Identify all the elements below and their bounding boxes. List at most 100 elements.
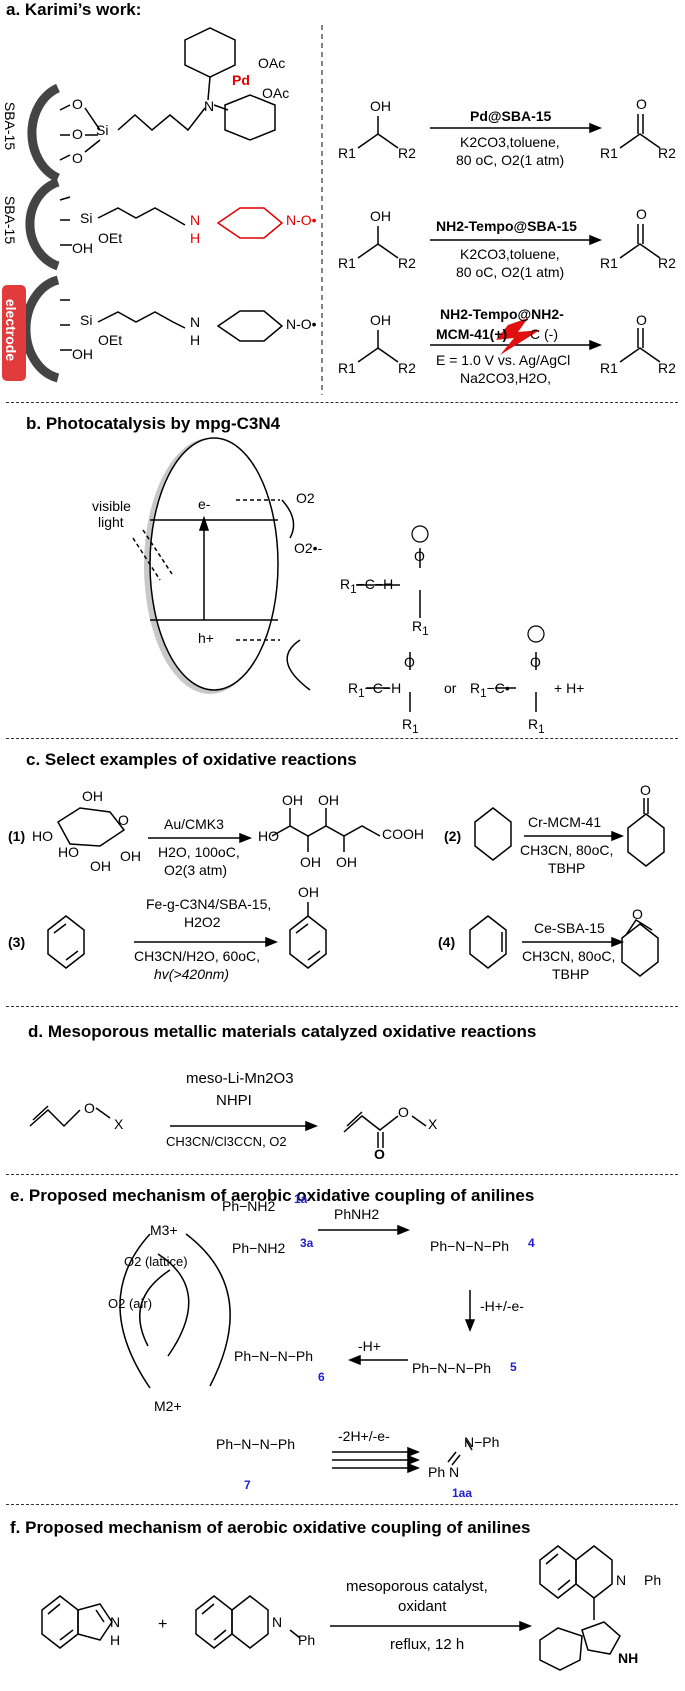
m3-label: M3+ [150,1222,178,1238]
oac-label: OAc [258,55,286,71]
reaction-3-reagent2: MCM-41(+) [436,326,508,342]
section-b-title: b. Photocatalysis by mpg-C3N4 [26,414,281,433]
r2-label: R2 [398,145,416,161]
alkoxide-r1: R1 [412,618,429,638]
oh-label: HO [258,828,279,844]
aniline-label: Ph−NH2 [222,1198,276,1214]
label-1a: 1a [294,1192,308,1206]
separator [6,738,678,739]
example-1-num: (1) [8,828,26,844]
radical-2-r1: R1 [528,716,545,736]
phenol-oh-label: OH [298,884,319,900]
r1-label: R1 [338,360,356,376]
or-label: or [444,680,457,696]
label-7: 7 [244,1478,251,1492]
r2-label: R2 [398,360,416,376]
si-atom: Si [80,312,93,328]
separator [6,1504,678,1505]
ether-o-label: O [84,1100,95,1116]
r2-label: R2 [658,145,676,161]
example-2-cond1: CH3CN, 80oC, [520,842,614,858]
example-4-cond2: TBHP [552,966,590,982]
example-1-cond1: H2O, 100oC, [158,844,240,860]
r2-label: R2 [658,255,676,271]
o2-label: O2 [296,490,315,506]
reaction-3-cond1: E = 1.0 V vs. Ag/AgCl [436,352,571,368]
section-e-title: e. Proposed mechanism of aerobic oxidati… [10,1186,535,1205]
radical-2-o: O [530,654,541,670]
radical-1-o: O [404,654,415,670]
oh-label: OH [282,792,303,808]
reaction-1-reagent: Pd@SBA-15 [470,108,552,124]
reagent-1: meso-Li-Mn2O3 [186,1070,294,1087]
step-h: -H+ [358,1338,381,1354]
oh-label: OH [300,854,321,870]
example-2-reagent: Cr-MCM-41 [528,814,602,830]
h-label: H [190,332,201,348]
carbonyl-o-label: O [374,1146,385,1162]
step-h-e: -H+/-e- [480,1298,524,1314]
oh-label: OH [120,848,141,864]
electron-label: e- [198,496,211,512]
oh-label: OH [370,312,391,328]
thiq-ph-label: Ph [298,1632,316,1648]
intermediate-5: Ph−N−N−Ph [412,1360,491,1376]
o-label: O [636,96,647,112]
thiq-n-label: N [272,1614,283,1630]
oh-label: OH [370,208,391,224]
r1-label: R1 [600,360,618,376]
oh-label: OH [82,788,103,804]
step-2h-e: -2H+/-e- [338,1428,390,1444]
ketone-o-label: O [640,782,651,798]
section-f-title: f. Proposed mechanism of aerobic oxidati… [10,1518,531,1537]
indole-nh-label: N [110,1614,121,1630]
reaction-2-cond2: 80 oC, O2(1 atm) [456,264,565,280]
o-atom: O [72,126,83,142]
product-ph-label: Ph [644,1572,662,1588]
section-c-title: c. Select examples of oxidative reaction… [26,750,357,769]
visible-light-label: light [98,514,124,530]
intermediate-4: Ph−N−N−Ph [430,1238,509,1254]
label-1aa: 1aa [452,1486,473,1500]
plus-sign: + [158,1616,168,1633]
cooh-label: COOH [382,826,424,842]
si-atom: Si [80,210,93,226]
reaction-2-cond1: K2CO3,toluene, [460,246,560,262]
example-3-reagent2: H2O2 [184,914,221,930]
example-2-num: (2) [444,828,462,844]
intermediate-7: Ph−N−N−Ph [216,1436,295,1452]
electrode-minus: C (-) [530,326,558,342]
oh-label: OH [72,240,93,256]
indole-h-label: H [110,1632,121,1648]
o-label: O [636,206,647,222]
m2-label: M2+ [154,1398,182,1414]
h-label: H [190,230,201,246]
hole-label: h+ [198,630,214,646]
nh-label: N [190,212,201,228]
o2-air-label: O2 (air) [108,1296,153,1311]
r2-label: R2 [398,255,416,271]
intermediate-6: Ph−N−N−Ph [234,1348,313,1364]
separator [6,1006,678,1007]
condition: CH3CN/Cl3CCN, O2 [166,1134,287,1149]
azobenzene-bottom: Ph N [428,1464,460,1480]
example-1-reagent: Au/CMK3 [164,816,224,832]
product-nh-label: NH [618,1650,639,1666]
o-atom: O [72,150,83,166]
o2-lattice-label: O2 (lattice) [124,1254,188,1269]
reaction-3-reagent: NH2-Tempo@NH2- [440,306,564,322]
ring-o-label: O [118,812,129,828]
label-3a: 3a [300,1236,314,1250]
o-label: O [636,312,647,328]
example-2-cond2: TBHP [548,860,586,876]
oh-label: HO [32,828,53,844]
n-atom: N [204,98,215,114]
reaction-2-reagent: NH2-Tempo@SBA-15 [436,218,577,234]
alkoxide-o: O [414,548,425,564]
example-3-reagent: Fe-g-C3N4/SBA-15, [146,896,272,912]
aniline-radical-label: Ph−NH2 [232,1240,286,1256]
